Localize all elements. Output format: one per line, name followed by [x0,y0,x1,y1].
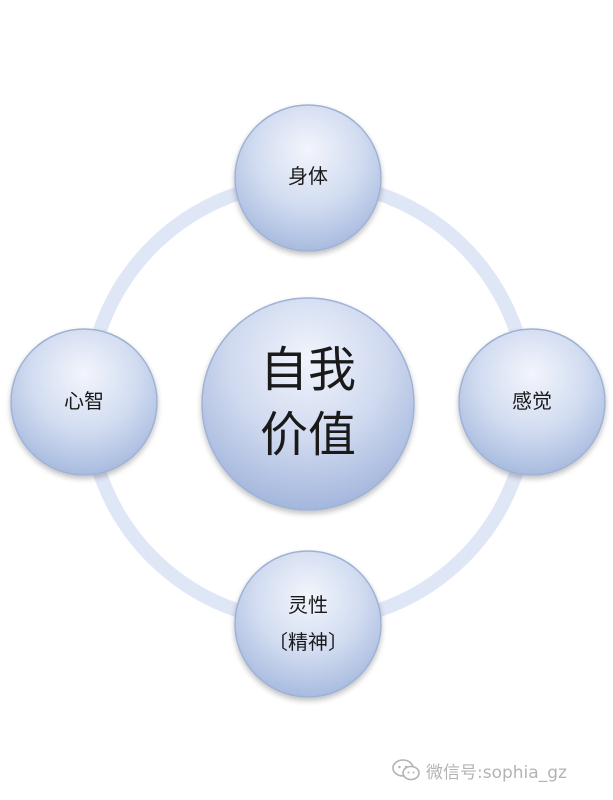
watermark: 微信号:sophia_gz [392,758,567,783]
node-left-label: 心智 [64,389,104,413]
node-right-label: 感觉 [512,389,552,413]
node-bottom-label-line2: 〔精神〕 [268,630,348,654]
node-top: 身体 [234,104,382,252]
center-label-line2: 价值 [260,407,356,463]
wechat-logo-icon [392,759,420,781]
node-right: 感觉 [458,328,606,476]
node-bottom-label-line1: 灵性 [288,593,328,617]
node-left: 心智 [10,328,158,476]
node-top-label: 身体 [288,164,328,188]
center-node: 自我 价值 [201,297,415,511]
node-bottom: 灵性 〔精神〕 [234,550,382,698]
center-label-line1: 自我 [260,342,356,398]
watermark-text: 微信号:sophia_gz [426,762,567,783]
